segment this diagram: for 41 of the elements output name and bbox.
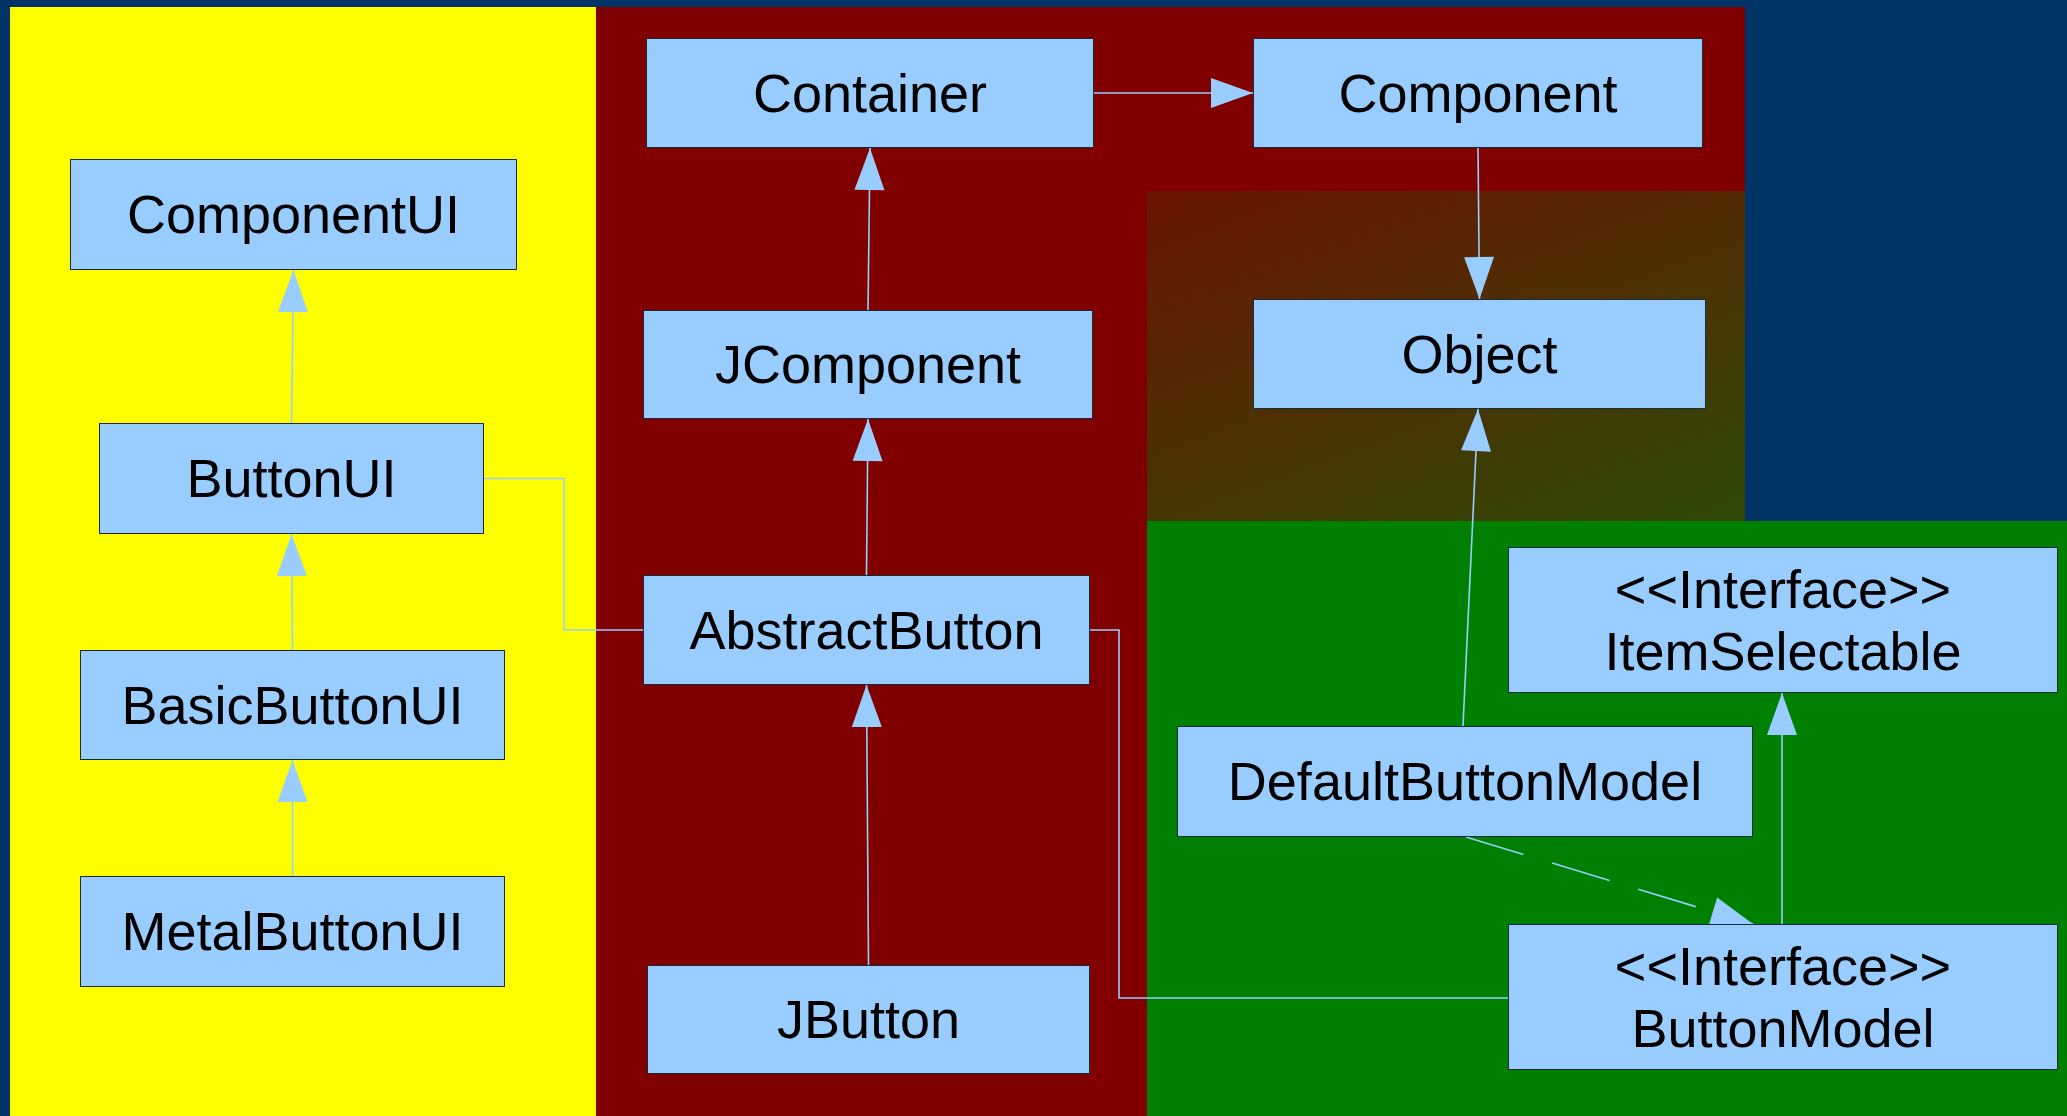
class-box <box>80 876 505 987</box>
class-name: JButton <box>776 988 961 1051</box>
arrow <box>1464 147 1495 300</box>
class-box <box>643 310 1093 419</box>
arrow <box>277 759 308 877</box>
class-box <box>80 650 505 760</box>
class-name: Component <box>1338 61 1618 125</box>
arrow <box>1767 692 1797 925</box>
stereotype-label: <<Interface>> <box>1614 557 1952 620</box>
class-box <box>70 159 517 270</box>
class-name: DefaultButtonModel <box>1227 750 1703 813</box>
arrow <box>277 269 308 424</box>
arrow <box>851 684 882 966</box>
class-name: MetalButtonUI <box>121 900 464 963</box>
class-box <box>1253 38 1703 148</box>
arrow <box>1465 836 1754 927</box>
class-box <box>1508 924 2058 1070</box>
arrow <box>276 533 307 651</box>
class-name: ComponentUI <box>126 183 461 246</box>
class-box <box>99 423 484 534</box>
class-name: ItemSelectable <box>1604 620 1962 683</box>
class-box <box>1253 299 1706 409</box>
class-box <box>643 575 1090 685</box>
arrow <box>1093 78 1254 108</box>
association-line <box>483 477 644 631</box>
class-name: Object <box>1401 322 1558 386</box>
class-name: JComponent <box>714 333 1022 396</box>
class-box <box>646 38 1094 148</box>
arrow <box>852 418 883 576</box>
arrow <box>854 147 885 311</box>
stereotype-label: <<Interface>> <box>1614 934 1952 997</box>
arrow <box>1461 408 1491 727</box>
class-name: AbstractButton <box>689 598 1044 662</box>
class-name: ButtonUI <box>186 447 397 510</box>
class-name: BasicButtonUI <box>121 673 464 737</box>
class-name: Container <box>752 61 988 125</box>
class-box <box>1508 547 2058 693</box>
class-box <box>647 965 1090 1074</box>
association-line <box>1089 629 1509 999</box>
class-name: ButtonModel <box>1631 997 1935 1060</box>
class-box <box>1177 726 1753 837</box>
